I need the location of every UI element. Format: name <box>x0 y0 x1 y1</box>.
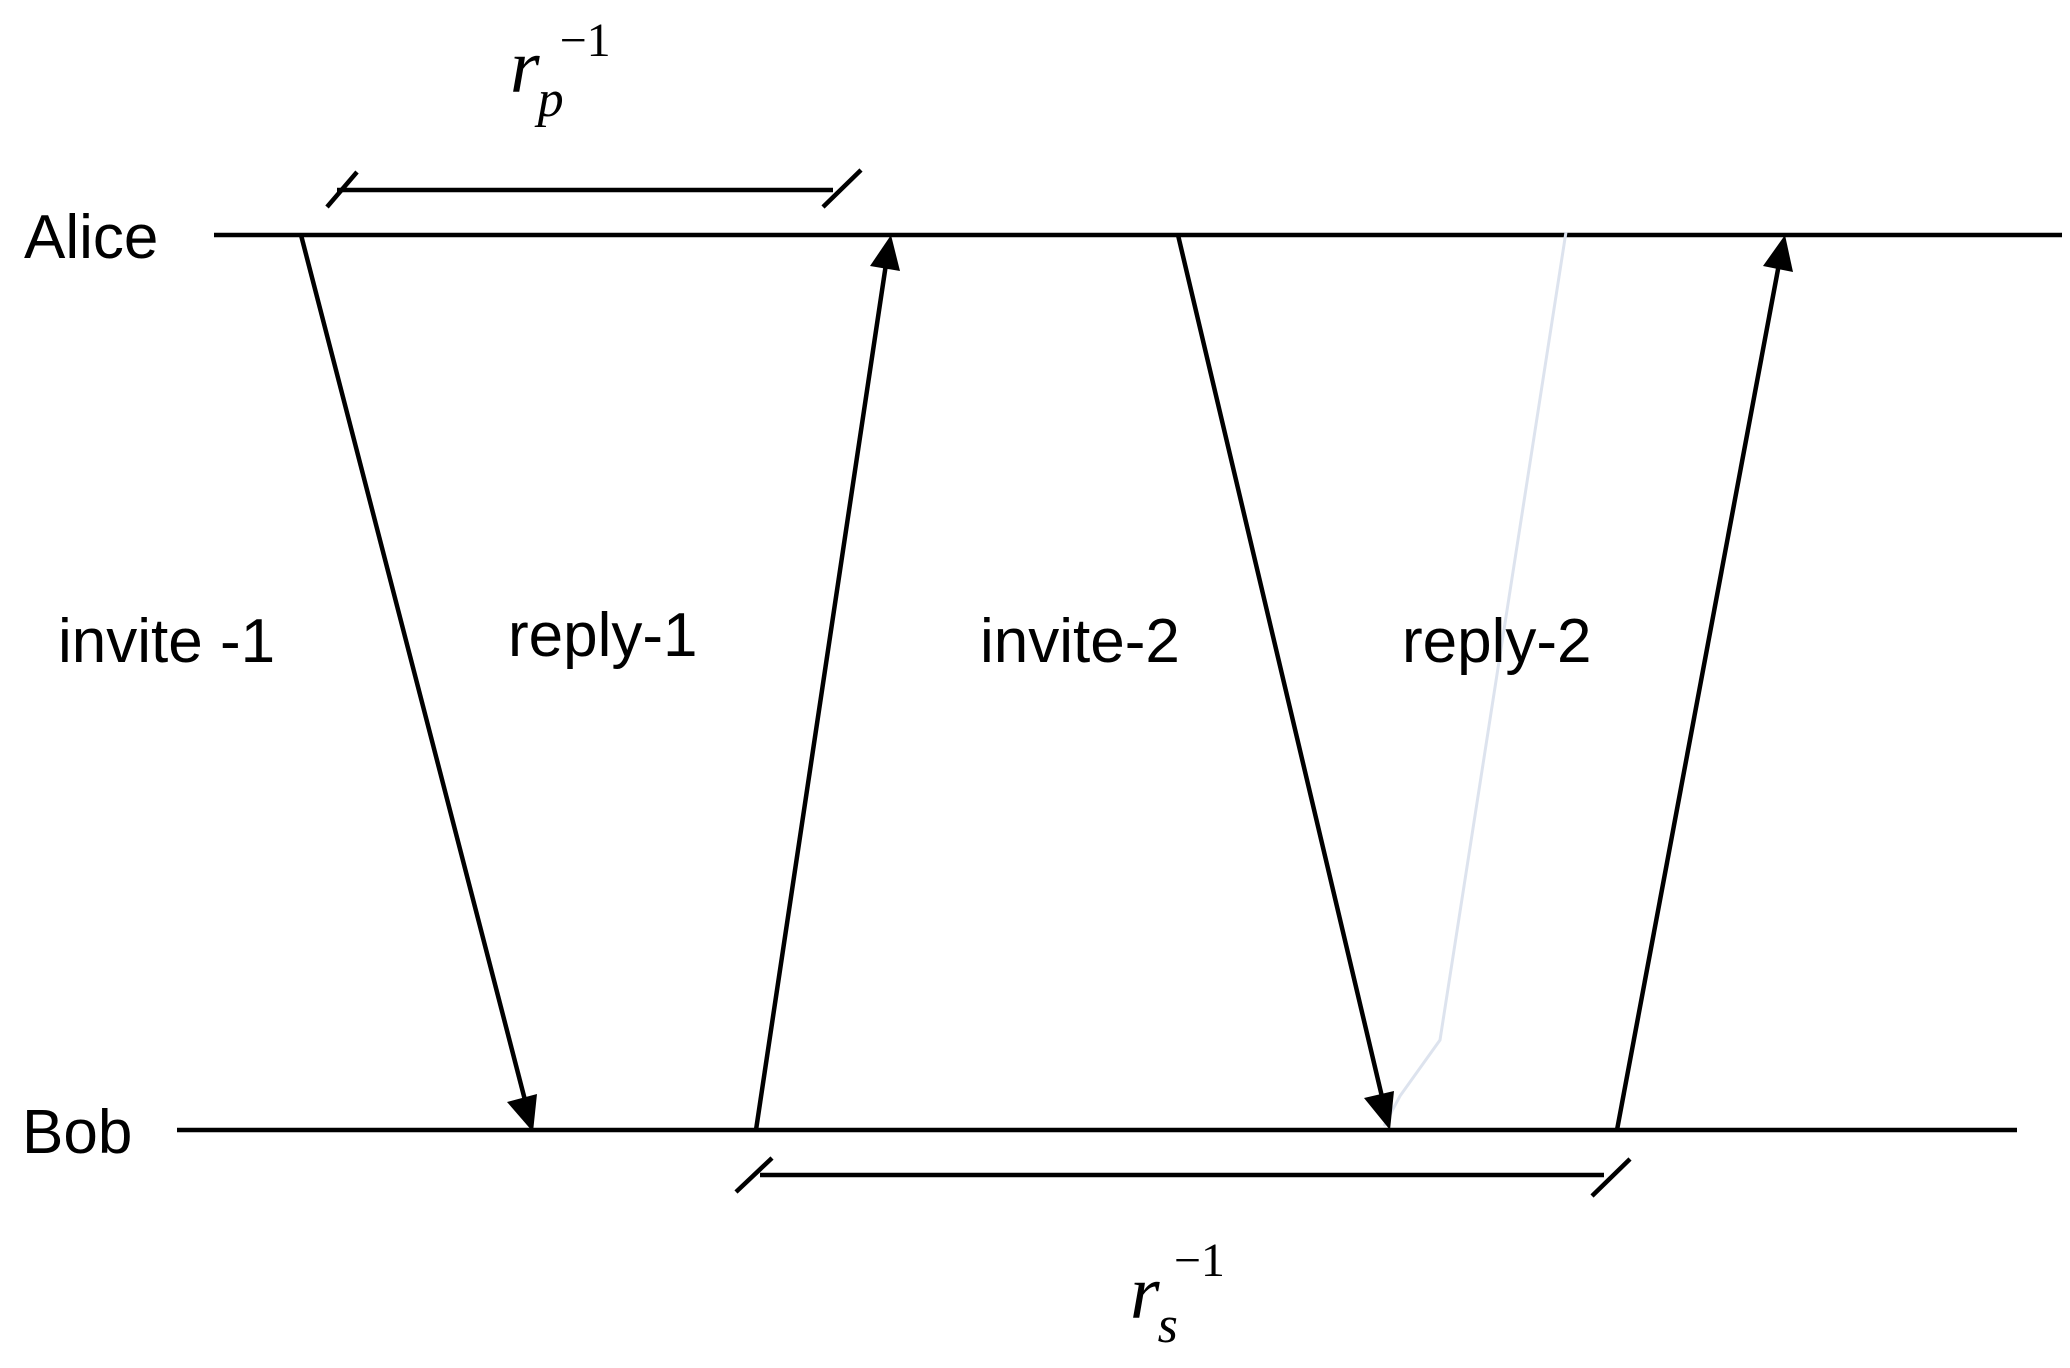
faint-guide-line <box>1382 231 1568 1127</box>
bottom-interval-base: r <box>1130 1251 1160 1335</box>
top-interval-base: r <box>510 25 540 109</box>
top-interval-bracket <box>325 168 863 209</box>
reply-1-arrow <box>753 263 889 1131</box>
bottom-interval-bracket <box>734 1156 1632 1198</box>
invite-1-arrow <box>298 234 529 1105</box>
top-interval-subscript: p <box>534 71 564 128</box>
invite-2-label: invite-2 <box>980 607 1180 676</box>
reply-1-label: reply-1 <box>508 601 698 670</box>
top-interval-superscript: −1 <box>560 14 611 67</box>
bob-label: Bob <box>22 1098 132 1167</box>
invite-2-arrowhead <box>1364 1091 1394 1130</box>
invite-1-arrowhead <box>507 1094 537 1132</box>
reply-2-label: reply-2 <box>1402 607 1592 676</box>
invite-1-label: invite -1 <box>58 607 275 676</box>
reply-2-arrowhead <box>1763 235 1793 272</box>
top-interval-label: rp−1 <box>510 14 611 128</box>
invite-2-arrow <box>1175 234 1386 1102</box>
bottom-interval-label: rs −1 <box>1130 1234 1225 1354</box>
alice-label: Alice <box>24 203 158 272</box>
reply-1-arrowhead <box>870 235 900 271</box>
bottom-interval-subscript: s <box>1158 1297 1178 1354</box>
bottom-interval-superscript: −1 <box>1174 1234 1225 1287</box>
reply-2-arrow <box>1614 263 1782 1131</box>
